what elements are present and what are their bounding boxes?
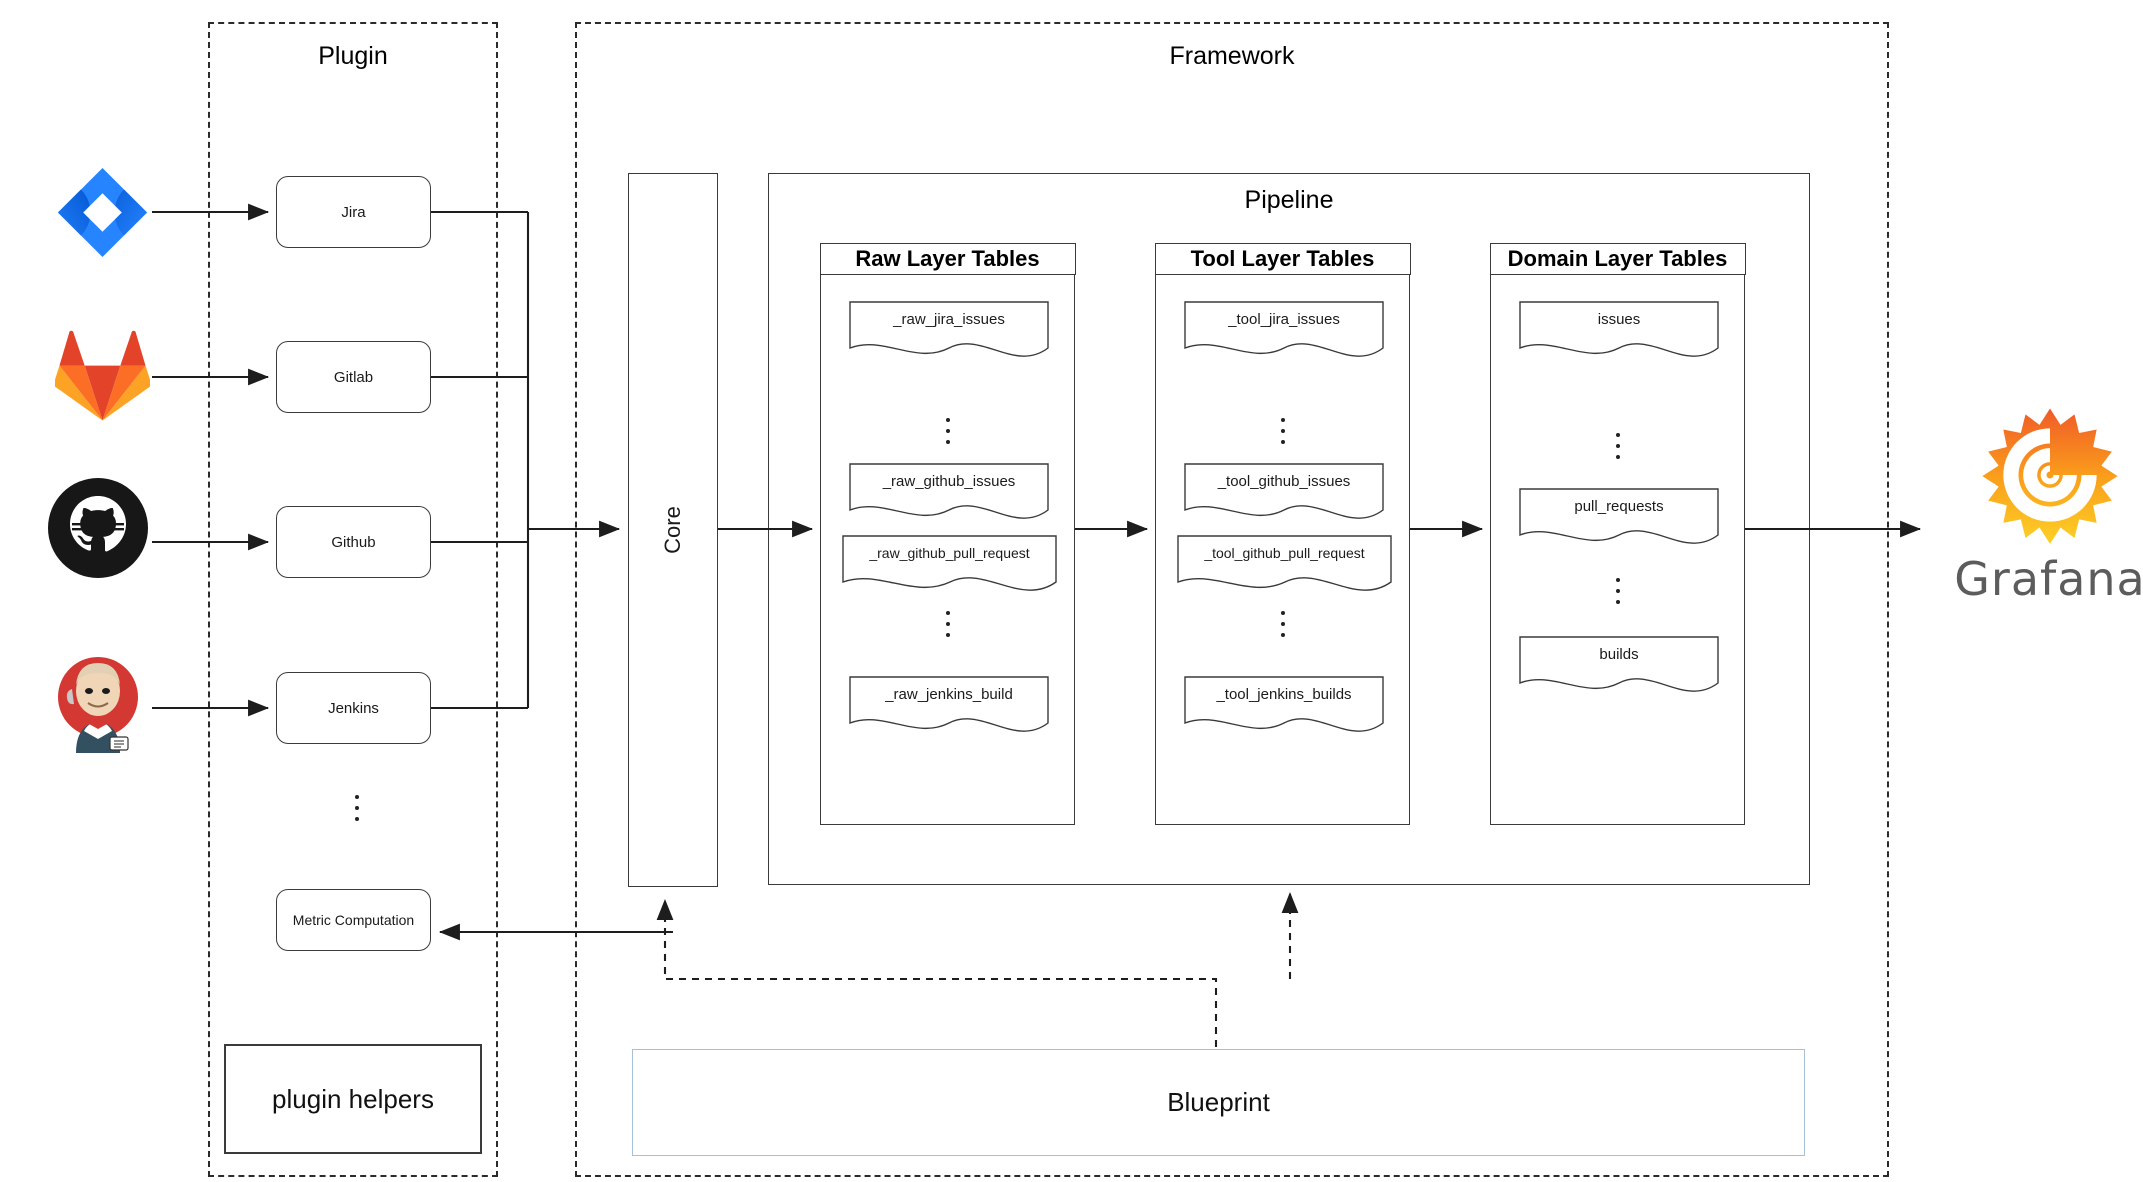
- raw-layer-ellipsis-1: [943, 418, 953, 444]
- table-raw-jira-issues[interactable]: _raw_jira_issues: [849, 301, 1049, 363]
- github-icon: [48, 478, 148, 578]
- plugin-box-jira[interactable]: Jira: [276, 176, 431, 248]
- plugin-helpers-box[interactable]: plugin helpers: [224, 1044, 482, 1154]
- table-tool-jenkins-builds[interactable]: _tool_jenkins_builds: [1184, 676, 1384, 738]
- table-pull-requests[interactable]: pull_requests: [1519, 488, 1719, 550]
- table-tool-github-issues[interactable]: _tool_github_issues: [1184, 463, 1384, 525]
- metric-computation-label: Metric Computation: [292, 912, 415, 928]
- plugin-box-github[interactable]: Github: [276, 506, 431, 578]
- plugin-box-jenkins-label: Jenkins: [328, 699, 379, 717]
- grafana-wordmark: Grafana: [1954, 552, 2143, 606]
- plugin-more-ellipsis: [352, 795, 362, 821]
- plugin-helpers-label: plugin helpers: [272, 1083, 434, 1114]
- grafana-output: Grafana: [1954, 405, 2143, 606]
- tool-layer-ellipsis-2: [1278, 611, 1288, 637]
- gitlab-icon: [53, 330, 152, 422]
- plugin-box-github-label: Github: [331, 533, 376, 551]
- plugin-group: Plugin: [208, 22, 498, 1177]
- jenkins-icon: [48, 645, 148, 755]
- blueprint-box[interactable]: Blueprint: [632, 1049, 1805, 1156]
- pipeline-title: Pipeline: [1244, 186, 1334, 214]
- table-raw-jenkins-build[interactable]: _raw_jenkins_build: [849, 676, 1049, 738]
- domain-layer-ellipsis-2: [1613, 578, 1623, 604]
- plugin-box-jira-label: Jira: [341, 203, 366, 221]
- raw-layer-ellipsis-2: [943, 611, 953, 637]
- table-issues[interactable]: issues: [1519, 301, 1719, 363]
- core-label: Core: [660, 506, 685, 554]
- table-raw-github-issues[interactable]: _raw_github_issues: [849, 463, 1049, 525]
- table-tool-github-pull-request[interactable]: _tool_github_pull_request: [1177, 535, 1392, 597]
- raw-layer-header: Raw Layer Tables: [819, 243, 1076, 275]
- framework-group: Framework: [575, 22, 1889, 1177]
- raw-layer-column: Raw Layer Tables _raw_jira_issues _raw_g…: [819, 243, 1076, 825]
- jira-icon: [55, 165, 150, 260]
- grafana-icon: [1980, 405, 2120, 550]
- domain-layer-column: Domain Layer Tables issues pull_requests…: [1489, 243, 1746, 825]
- plugin-group-title: Plugin: [318, 42, 388, 70]
- metric-computation-box[interactable]: Metric Computation: [276, 889, 431, 951]
- table-tool-jira-issues[interactable]: _tool_jira_issues: [1184, 301, 1384, 363]
- table-raw-github-pull-request[interactable]: _raw_github_pull_request: [842, 535, 1057, 597]
- tool-layer-column: Tool Layer Tables _tool_jira_issues _too…: [1154, 243, 1411, 825]
- domain-layer-ellipsis-1: [1613, 433, 1623, 459]
- plugin-box-gitlab[interactable]: Gitlab: [276, 341, 431, 413]
- domain-layer-header: Domain Layer Tables: [1489, 243, 1746, 275]
- tool-layer-header: Tool Layer Tables: [1154, 243, 1411, 275]
- table-builds[interactable]: builds: [1519, 636, 1719, 698]
- framework-group-title: Framework: [1169, 42, 1295, 70]
- blueprint-label: Blueprint: [1167, 1087, 1270, 1117]
- plugin-box-gitlab-label: Gitlab: [333, 368, 374, 386]
- core-box[interactable]: Core: [628, 173, 718, 887]
- plugin-box-jenkins[interactable]: Jenkins: [276, 672, 431, 744]
- tool-layer-ellipsis-1: [1278, 418, 1288, 444]
